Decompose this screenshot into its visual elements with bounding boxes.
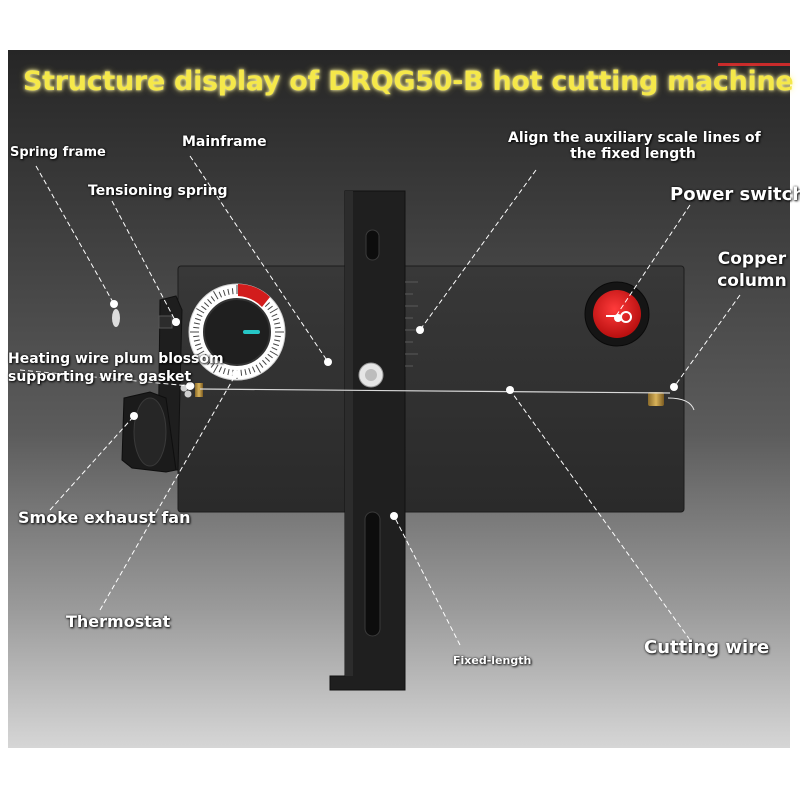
dial-tick	[269, 350, 278, 356]
dial-tick	[274, 339, 281, 342]
dial-tick	[231, 288, 234, 295]
dial-tick	[193, 326, 200, 329]
dial-tick	[194, 343, 202, 347]
dial-tick	[248, 367, 252, 375]
dial-tick	[203, 357, 210, 362]
dial-tick	[193, 322, 200, 325]
dial-tick	[213, 291, 219, 300]
dial-tick	[227, 288, 230, 295]
dial-tick	[264, 302, 271, 307]
label-align-line2: the fixed length	[570, 146, 696, 162]
leader-dots	[110, 300, 678, 520]
label-spring-frame: Spring frame	[10, 145, 106, 160]
dial-tick	[222, 367, 226, 375]
label-copper-line2: column	[717, 271, 787, 291]
label-copper-line1: Copper	[717, 249, 787, 269]
dial-tick	[244, 369, 247, 376]
dial-tick	[203, 302, 210, 307]
page-title: Structure display of DRQG50-B hot cuttin…	[23, 66, 794, 97]
dial-tick	[193, 335, 200, 338]
label-align-scale: Align the auxiliary scale lines of the f…	[508, 130, 761, 162]
label-tensioning-spring: Tensioning spring	[88, 183, 228, 199]
dial-tick	[196, 346, 203, 351]
dial-tick	[267, 353, 273, 359]
dial-tick	[218, 291, 223, 298]
dial-tick	[210, 296, 216, 302]
label-mainframe: Mainframe	[182, 134, 267, 150]
dial-tick	[274, 335, 281, 338]
label-align-line1: Align the auxiliary scale lines of	[508, 130, 761, 146]
label-heating-line2: supporting wire gasket	[8, 369, 192, 385]
dial-tick	[258, 362, 264, 368]
leader-lines	[19, 155, 741, 646]
title-accent-line	[718, 63, 790, 66]
dial-tick	[255, 364, 261, 373]
dial-tick	[269, 308, 278, 314]
dial-tick	[222, 289, 226, 297]
label-fixed-length: Fixed-length	[453, 654, 532, 667]
dial-tick	[271, 346, 278, 351]
copper-column	[648, 392, 695, 411]
dial-pointer	[243, 330, 260, 334]
label-thermostat: Thermostat	[66, 612, 171, 631]
dial-tick	[207, 298, 212, 305]
dial-tick	[194, 317, 202, 321]
label-heating-wire-gasket: Heating wire plum blossom supporting wir…	[8, 350, 224, 386]
dial-tick	[267, 305, 273, 311]
dial-tick	[196, 350, 205, 356]
dial-tick	[196, 313, 203, 318]
dial-tick	[218, 366, 223, 373]
dial-tick	[271, 313, 278, 318]
dial-tick	[201, 305, 207, 311]
spring-frame-pin	[112, 309, 120, 327]
dial-tick	[262, 359, 267, 366]
dial-tick	[264, 357, 271, 362]
auxiliary-scale-lines	[405, 281, 418, 367]
dial-tick	[272, 317, 280, 321]
label-heating-line1: Heating wire plum blossom	[8, 351, 224, 367]
dial-tick	[274, 322, 281, 325]
dial-tick	[274, 326, 281, 329]
label-power-switch: Power switch	[670, 184, 800, 205]
dial-tick	[193, 339, 200, 342]
label-copper-column: Copper column	[712, 248, 792, 292]
dial-tick	[227, 369, 230, 376]
thermostat-dial	[188, 283, 286, 381]
dial-tick	[210, 362, 216, 368]
dial-tick	[207, 359, 212, 366]
label-cutting-wire: Cutting wire	[644, 637, 770, 658]
dial-tick	[213, 364, 219, 373]
dial-tick	[196, 308, 205, 314]
label-smoke-exhaust-fan: Smoke exhaust fan	[18, 508, 191, 527]
cutting-wire-line	[199, 388, 671, 394]
smoke-exhaust-fan	[121, 391, 177, 473]
dial-tick	[272, 343, 280, 347]
fixed-length-ruler	[329, 190, 418, 691]
dial-tick	[251, 366, 256, 373]
dial-tick	[240, 369, 243, 376]
dial-tick	[201, 353, 207, 359]
